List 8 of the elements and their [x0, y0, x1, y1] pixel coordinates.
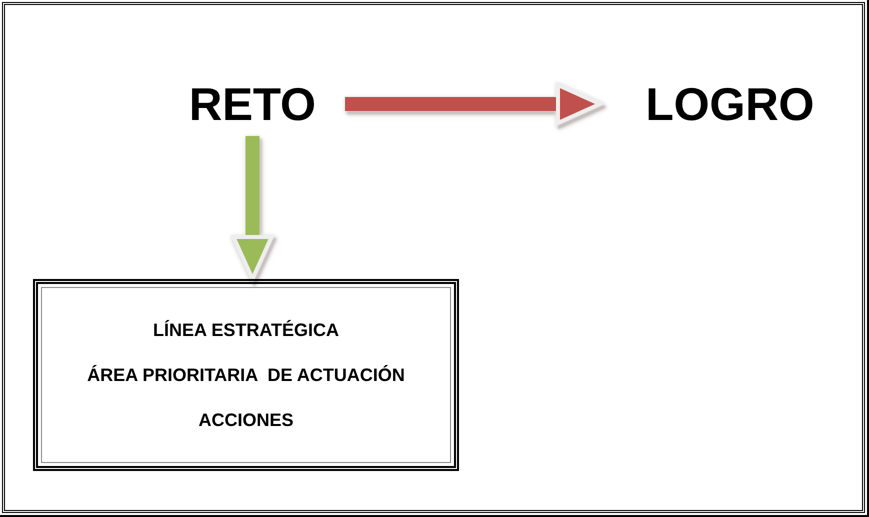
block-arrow	[232, 136, 274, 281]
process-box	[33, 279, 459, 471]
item-text: LÍNEA ESTRATÉGICA	[152, 320, 339, 340]
item-text: ACCIONES	[198, 410, 294, 430]
block-arrow	[345, 83, 602, 125]
item-text: ÁREA PRIORITARIA DE ACTUACIÓN	[87, 364, 405, 386]
title-text: LOGRO	[646, 77, 814, 131]
title-text: RETO	[189, 77, 316, 131]
